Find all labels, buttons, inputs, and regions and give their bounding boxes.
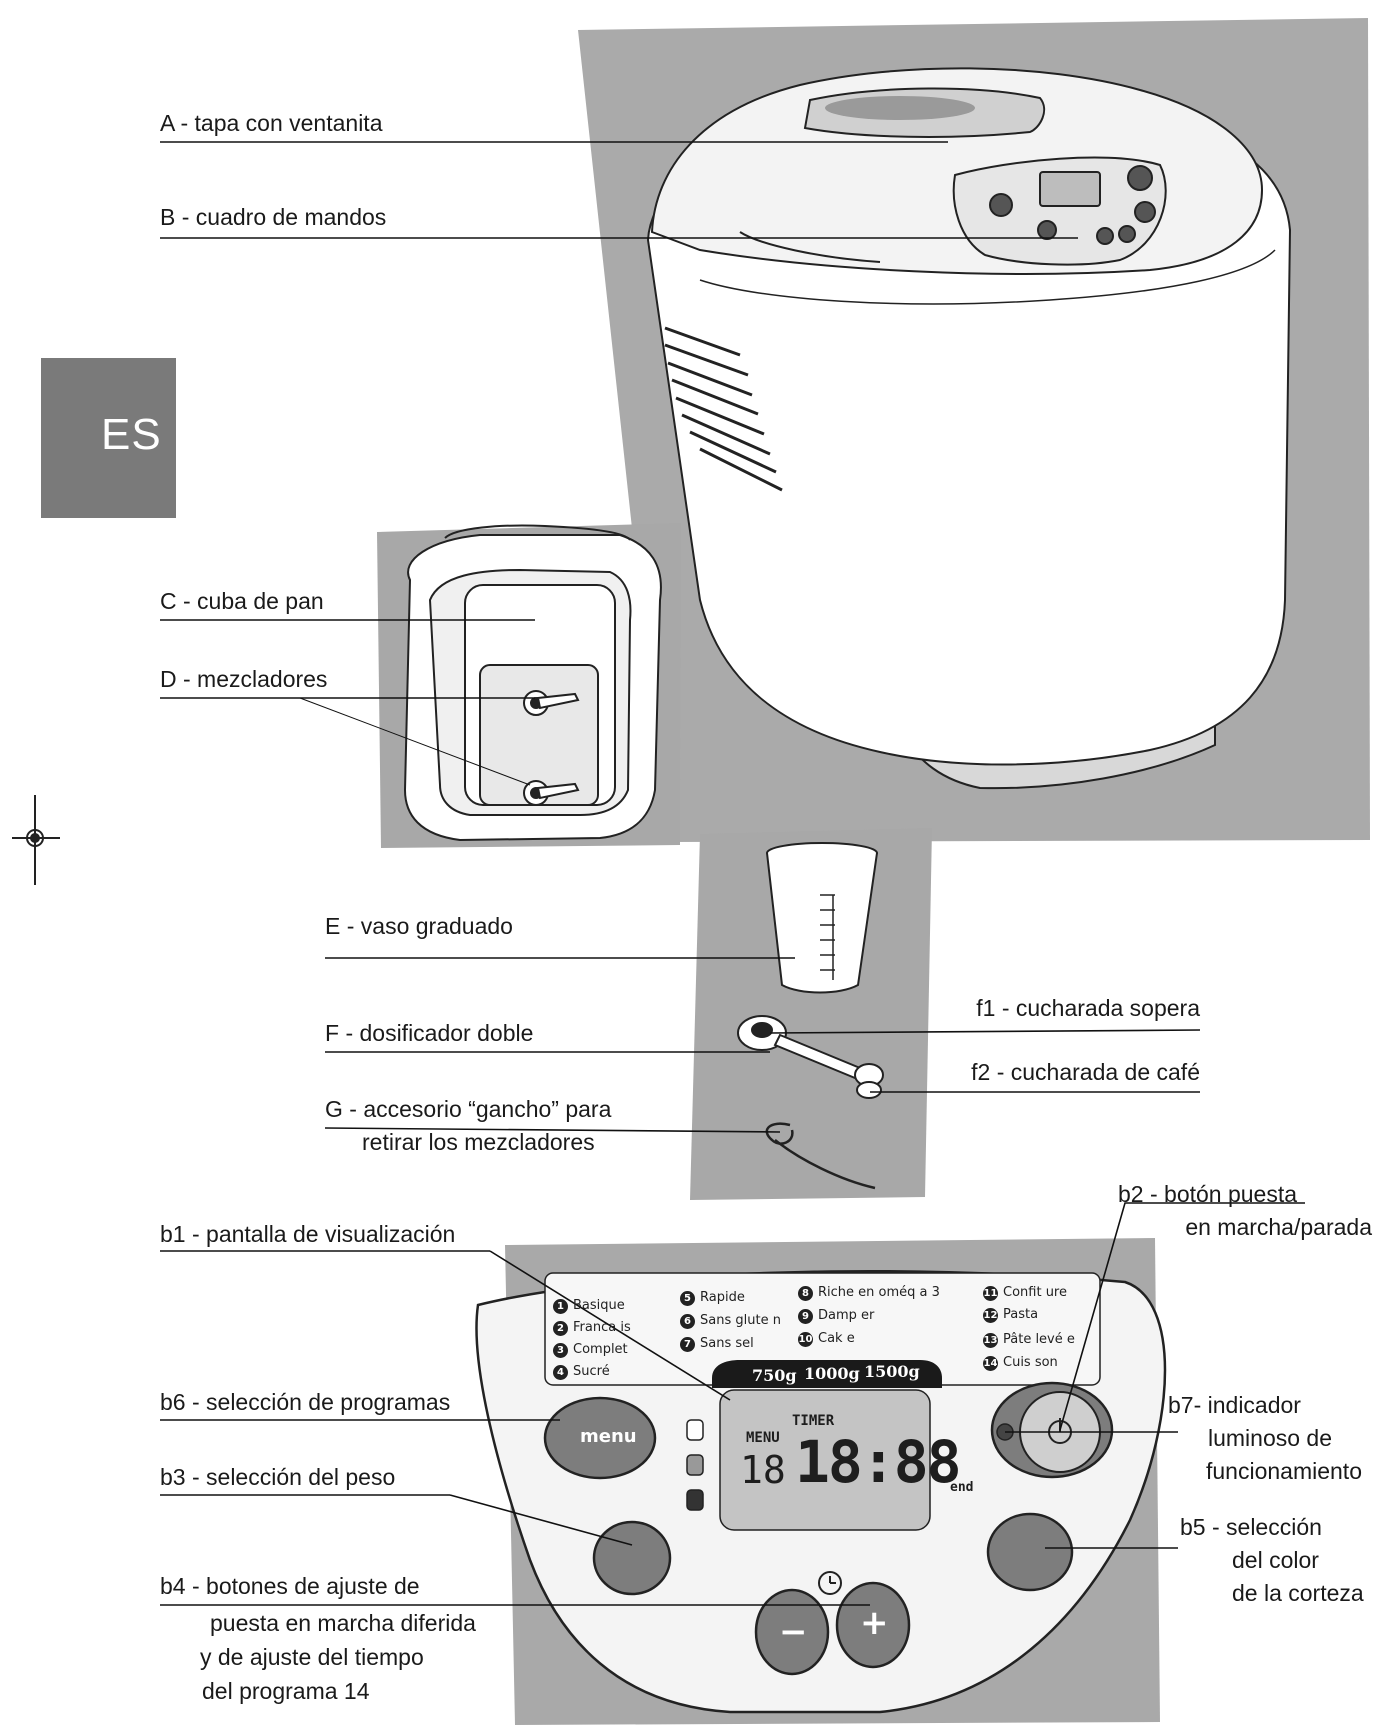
label-b7-line2: luminoso de [1208, 1425, 1333, 1451]
label-b5-line2: del color [1232, 1547, 1319, 1573]
weight-750: 750g [752, 1366, 797, 1385]
double-spoon-illustration [737, 1015, 884, 1099]
label-b4-line2: puesta en marcha diferida [210, 1610, 476, 1636]
label-b3-weight-selection: b3 - selección del peso [160, 1464, 396, 1490]
label-g-hook-line2: retirar los mezcladores [362, 1129, 595, 1155]
language-tab-label: ES [101, 410, 162, 459]
lcd-end-label: end [950, 1480, 974, 1495]
label-b7-line1: b7- indicador [1168, 1392, 1301, 1418]
label-b2-line1: b2 - botón puesta [1118, 1181, 1298, 1207]
label-b4-line1: b4 - botones de ajuste de [160, 1573, 420, 1599]
label-b2-line2: en marcha/parada [1185, 1214, 1372, 1240]
minus-button[interactable]: − [779, 1612, 808, 1652]
accessories-background [690, 828, 932, 1200]
hook-accessory-illustration [765, 1122, 876, 1190]
registration-mark [12, 795, 60, 885]
label-b4-line4: del programa 14 [202, 1678, 370, 1704]
label-f1-tablespoon: f1 - cucharada sopera [976, 995, 1200, 1021]
label-b6-program-selection: b6 - selección de programas [160, 1389, 451, 1415]
weight-1000: 1000g [804, 1364, 860, 1383]
label-f2-teaspoon: f2 - cucharada de café [971, 1059, 1200, 1085]
label-b4-line3: y de ajuste del tiempo [200, 1644, 424, 1670]
lcd-menu-label: MENU [746, 1430, 780, 1446]
weight-1500: 1500g [864, 1362, 920, 1381]
lcd-timer-label: TIMER [792, 1413, 835, 1429]
label-g-hook-line1: G - accesorio “gancho” para [325, 1096, 612, 1122]
label-e-measuring-cup: E - vaso graduado [325, 913, 513, 939]
label-a-lid: A - tapa con ventanita [160, 110, 383, 136]
label-f-double-spoon: F - dosificador doble [325, 1020, 534, 1046]
control-panel-illustration [475, 1270, 1167, 1714]
measuring-cup-illustration [766, 842, 878, 994]
label-c-bread-pan: C - cuba de pan [160, 588, 324, 614]
bread-maker-illustration [646, 67, 1292, 790]
plus-button[interactable]: + [860, 1603, 889, 1643]
label-d-mixers: D - mezcladores [160, 666, 328, 692]
lcd-program-number: 18 [740, 1448, 786, 1492]
label-b5-line1: b5 - selección [1180, 1514, 1322, 1540]
language-tab: ES [41, 358, 176, 518]
menu-button[interactable]: menu [580, 1426, 637, 1447]
label-b1-display: b1 - pantalla de visualización [160, 1221, 456, 1247]
lcd-time-digits: 18:88 [795, 1428, 962, 1496]
leader-lines [160, 141, 1305, 1606]
label-b7-line3: funcionamiento [1206, 1458, 1362, 1484]
bread-pan-illustration [403, 524, 662, 842]
label-b5-line3: de la corteza [1232, 1580, 1364, 1606]
label-b-control-panel: B - cuadro de mandos [160, 204, 387, 230]
